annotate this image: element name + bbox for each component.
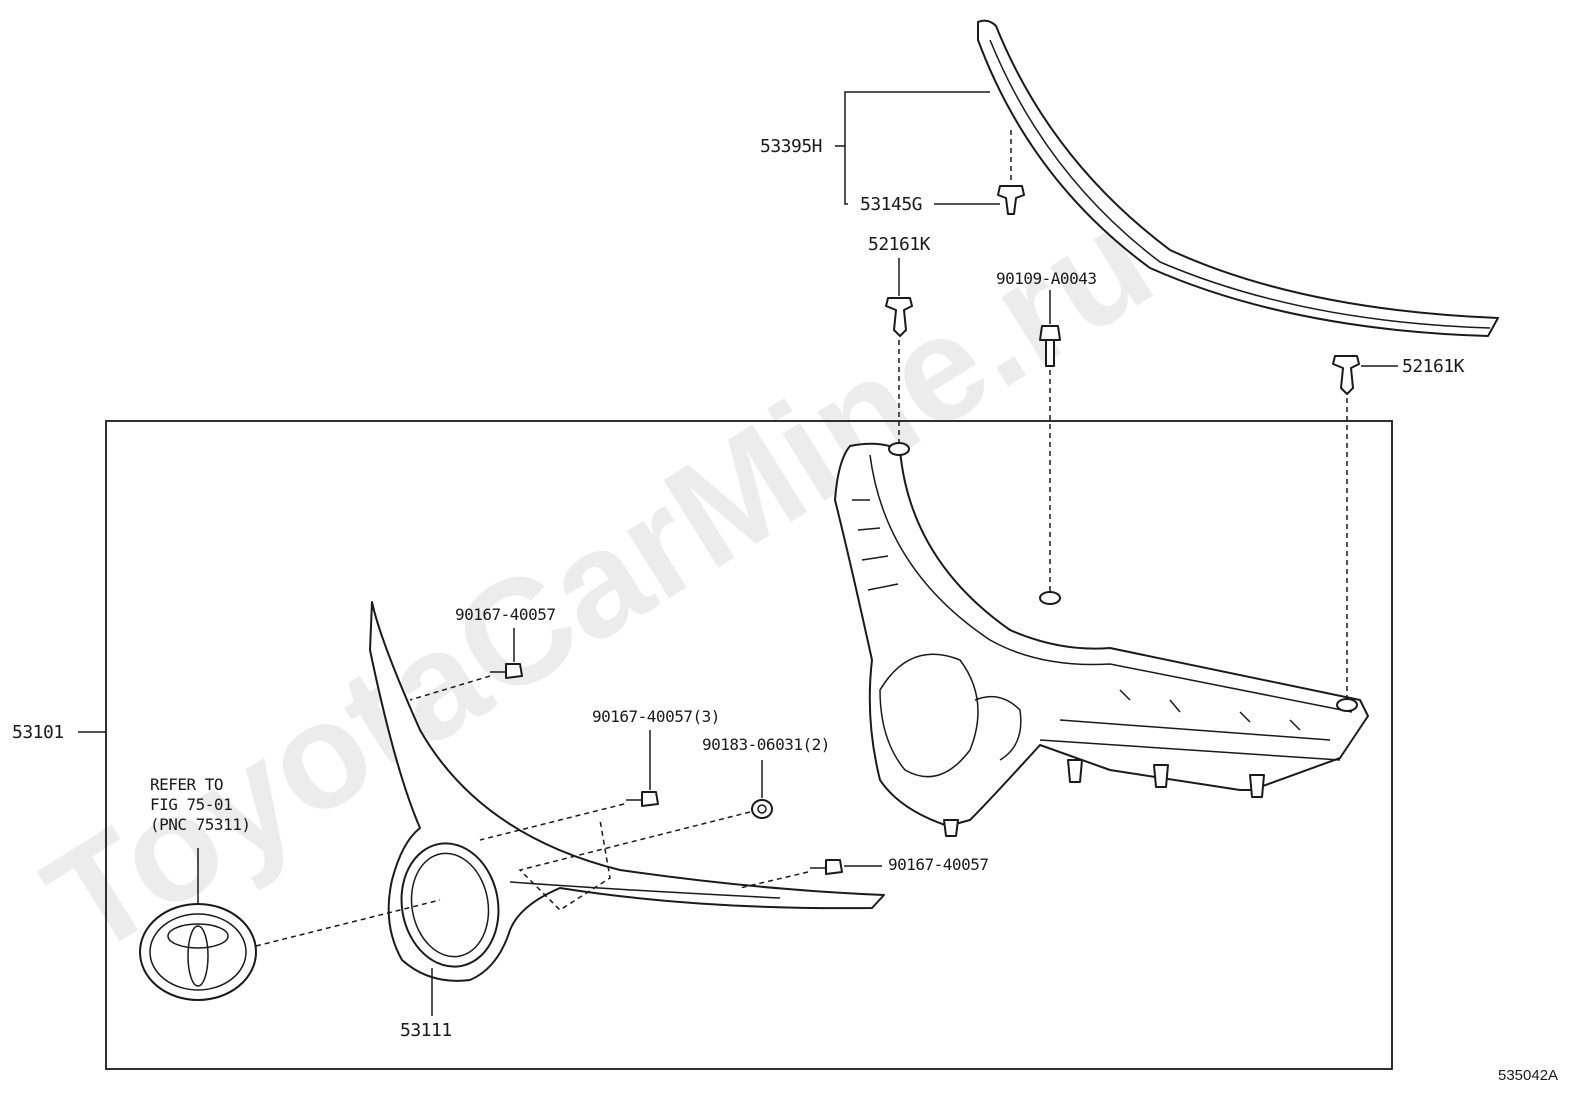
grille-body[interactable] [834,442,1369,837]
molding-bracket [835,91,990,205]
bolt-top[interactable] [1039,325,1061,367]
screw-lower-dash [739,871,809,889]
clip-right[interactable] [1332,355,1360,395]
callout-53111: 53111 [400,1020,452,1041]
callout-90109-A0043: 90109-A0043 [996,269,1096,288]
callout-90183-06031-2: 90183-06031(2) [702,735,830,754]
nut[interactable] [751,799,773,819]
reference-note-line2: FIG 75-01 [150,795,232,814]
screw-middle[interactable] [626,791,659,807]
clip-left[interactable] [885,297,913,337]
callout-90167-40057-3: 90167-40057(3) [592,707,720,726]
callout-52161K-right: 52161K [1402,356,1465,377]
screw-upper-dash [409,675,491,701]
emblem-garnish[interactable] [369,601,885,982]
reference-note-line1: REFER TO [150,775,223,794]
reference-note-line3: (PNC 75311) [150,815,250,834]
emblem-dash [255,899,441,947]
callout-53145G: 53145G [860,194,922,215]
callout-53395H: 53395H [760,136,822,157]
callout-90167-40057-lower: 90167-40057 [888,855,988,874]
screw-middle-dash [479,803,625,841]
callout-90167-40057-upper: 90167-40057 [455,605,555,624]
screw-upper[interactable] [490,663,523,679]
figure-id: 535042A [1498,1067,1558,1084]
callout-52161K-left: 52161K [868,234,931,255]
molding-clip[interactable] [997,185,1025,215]
nut-dash [518,811,751,911]
callout-53101: 53101 [12,722,64,743]
molding-strip[interactable] [977,19,1499,337]
assembly-frame-53101 [105,420,1393,1070]
screw-lower[interactable] [810,859,843,875]
toyota-emblem-icon[interactable] [139,903,257,1001]
